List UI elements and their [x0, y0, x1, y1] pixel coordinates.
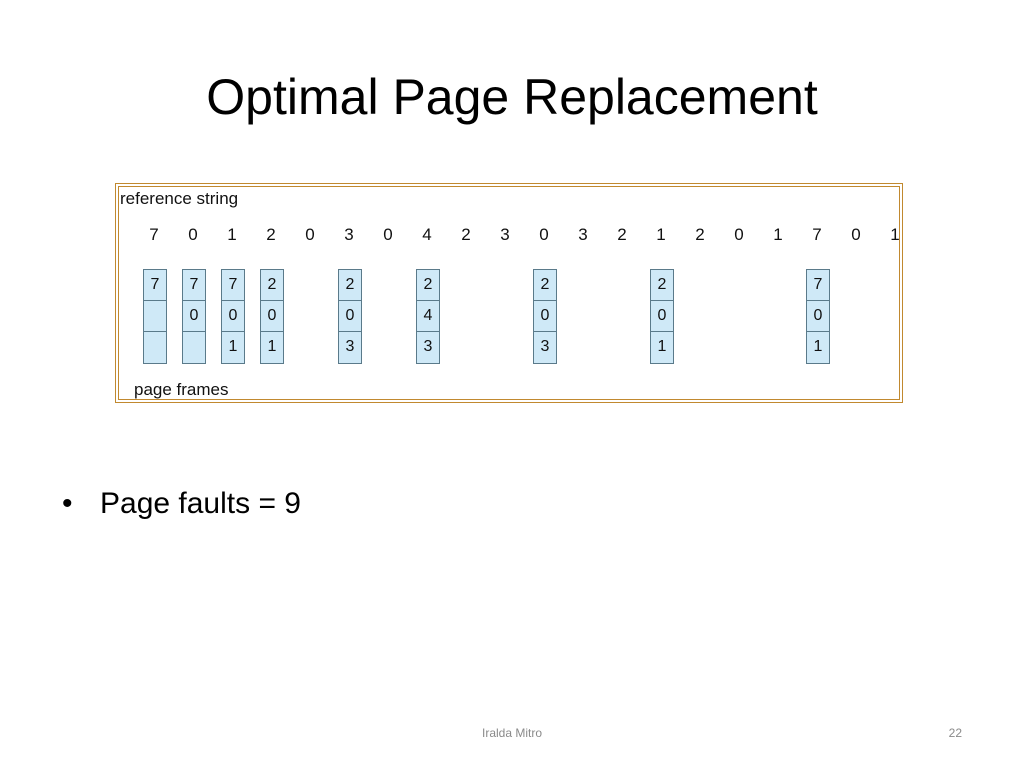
frame-cell: 1	[813, 338, 823, 355]
frame-cell: 2	[417, 270, 439, 301]
frame-cell: 7	[222, 270, 244, 301]
frame-cell: 0	[534, 301, 556, 332]
frame-cell: 2	[261, 270, 283, 301]
frame-cell: 7	[144, 270, 166, 301]
page-frames-label: page frames	[134, 380, 229, 399]
reference-value: 2	[266, 225, 276, 244]
reference-value: 0	[539, 225, 549, 244]
reference-value: 3	[578, 225, 588, 244]
reference-value: 0	[851, 225, 861, 244]
page-replacement-figure	[115, 183, 903, 403]
reference-value: 0	[383, 225, 393, 244]
frame-cell: 0	[651, 301, 673, 332]
bullet-item: • Page faults = 9	[62, 482, 301, 526]
reference-value: 2	[617, 225, 627, 244]
frame-cell: 0	[807, 301, 829, 332]
frame-cell: 0	[339, 301, 361, 332]
reference-value: 0	[305, 225, 315, 244]
frame-cell: 7	[183, 270, 205, 301]
frame-cell: 4	[417, 301, 439, 332]
reference-value: 0	[188, 225, 198, 244]
frame-cell: 3	[423, 338, 433, 355]
frame-cell: 7	[807, 270, 829, 301]
reference-value: 3	[344, 225, 354, 244]
frame-cell: 3	[345, 338, 355, 355]
reference-value: 0	[734, 225, 744, 244]
frame-cell: 3	[540, 338, 550, 355]
reference-value: 1	[890, 225, 900, 244]
footer-author: Iralda Mitro	[481, 726, 543, 740]
page-faults-text: Page faults = 9	[100, 487, 301, 520]
frame-cell: 1	[657, 338, 667, 355]
frame-cell	[144, 301, 166, 332]
figure-inner-border	[118, 186, 900, 400]
reference-value: 7	[149, 225, 159, 244]
frame-cell: 2	[534, 270, 556, 301]
frame-cell: 0	[261, 301, 283, 332]
frame-snapshot: 7	[143, 269, 167, 364]
frame-cell	[144, 332, 166, 363]
reference-value: 7	[812, 225, 822, 244]
frame-cell: 0	[222, 301, 244, 332]
reference-value: 2	[695, 225, 705, 244]
reference-value: 1	[773, 225, 783, 244]
page-number: 22	[948, 726, 962, 740]
frame-cell: 1	[228, 338, 238, 355]
reference-value: 1	[656, 225, 666, 244]
frame-cell	[183, 332, 205, 363]
frame-cell: 1	[267, 338, 277, 355]
reference-value: 2	[461, 225, 471, 244]
reference-value: 1	[227, 225, 237, 244]
reference-string-label: reference string	[120, 189, 239, 208]
frame-cell: 2	[651, 270, 673, 301]
reference-value: 3	[500, 225, 510, 244]
bullet-icon: •	[62, 487, 73, 520]
reference-value: 4	[422, 225, 432, 244]
frame-cell: 0	[183, 301, 205, 332]
frame-cell: 2	[339, 270, 361, 301]
slide-title: Optimal Page Replacement	[206, 69, 818, 125]
